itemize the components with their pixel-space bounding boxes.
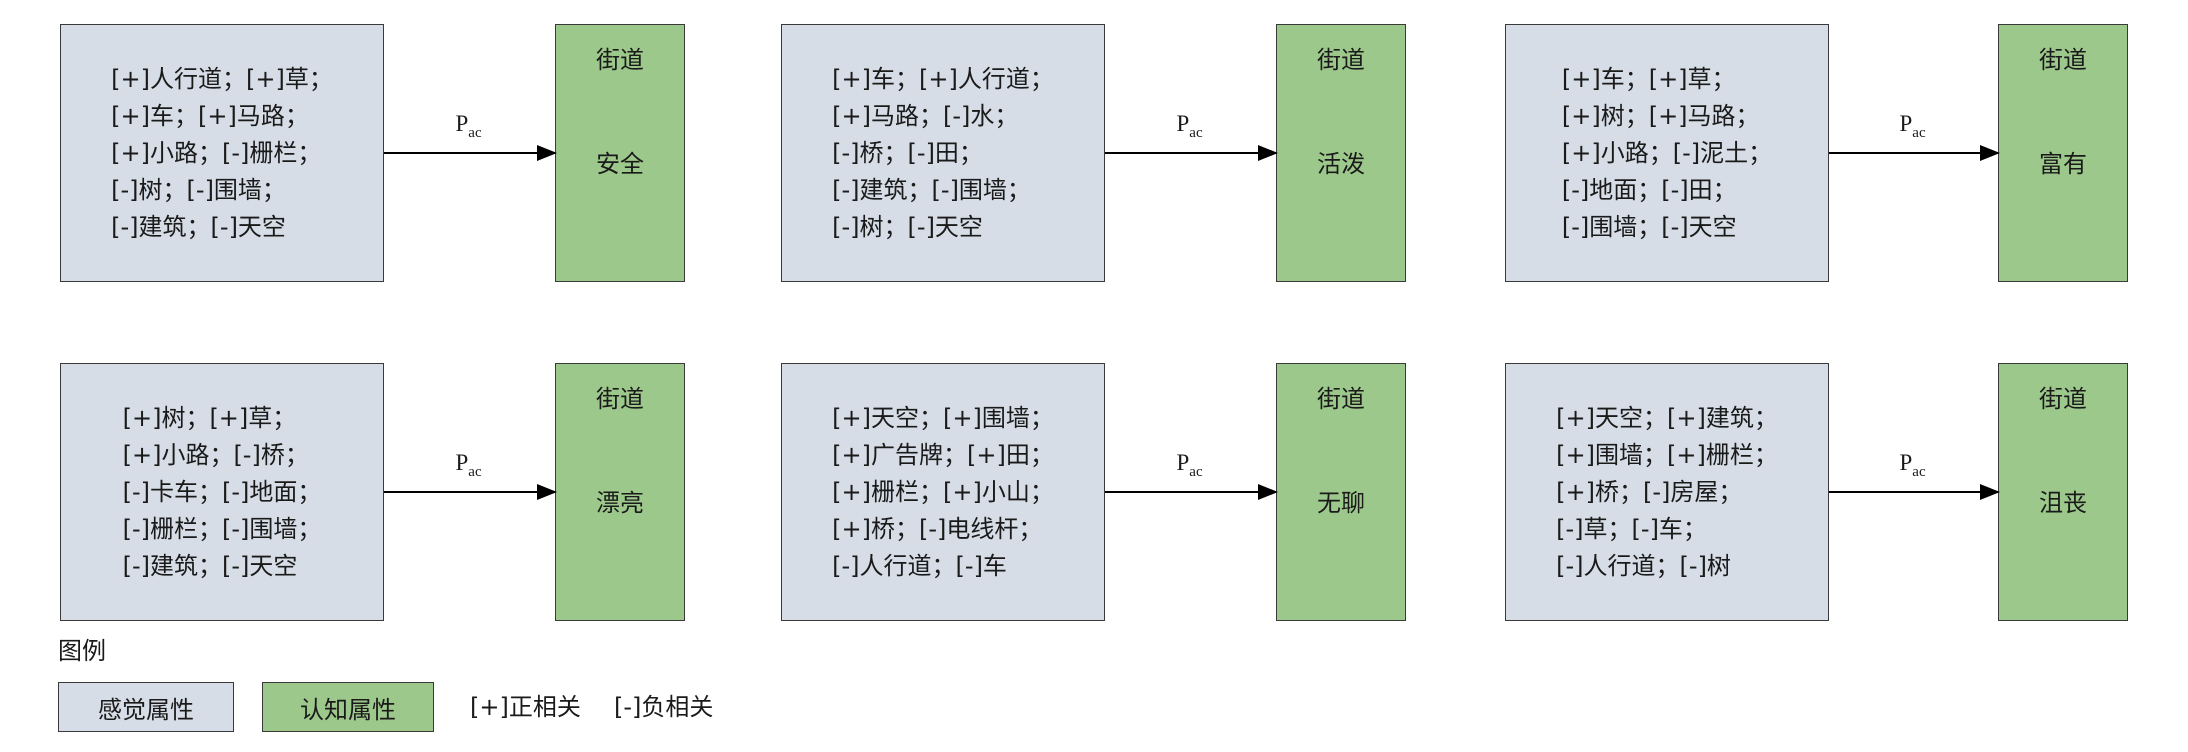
link-label-subscript: ac [468, 125, 482, 141]
perceptual-attribute-line: [-]卡车；[-]地面； [122, 477, 322, 506]
perceptual-attribute-line: [+]马路；[-]水； [832, 101, 1019, 130]
cognitive-head: 街道 [2039, 46, 2087, 74]
perceptual-box: [+]人行道；[+]草； [+]车；[+]马路； [+]小路；[-]栅栏； [-]树；… [60, 24, 384, 282]
perceptual-attribute-line: [+]桥；[-]电线杆； [832, 514, 1043, 543]
perceptual-attribute-list: [+]人行道；[+]草； [+]车；[+]马路； [+]小路；[-]栅栏； [-]树；… [111, 61, 333, 246]
link-label-subscript: ac [1912, 464, 1926, 480]
link-arrow [1829, 145, 2000, 161]
link-label: Pac [1899, 450, 1926, 481]
legend-negative-note: [-]负相关 [614, 693, 714, 721]
cognitive-head: 街道 [596, 385, 644, 413]
link-arrow [384, 484, 557, 500]
cognitive-box: 街道活泼 [1276, 24, 1406, 282]
cognitive-attribute: 漂亮 [596, 489, 644, 517]
legend-cognitive-label: 认知属性 [300, 695, 396, 724]
perceptual-attribute-list: [+]树；[+]草； [+]小路；[-]桥； [-]卡车；[-]地面； [-]栅栏；[… [123, 400, 322, 585]
cognitive-head: 街道 [1317, 385, 1365, 413]
link-label-main: P [455, 450, 469, 475]
perceptual-attribute-line: [-]人行道；[-]树 [1556, 551, 1731, 580]
cognitive-box: 街道无聊 [1276, 363, 1406, 621]
perceptual-box: [+]天空；[+]建筑； [+]围墙；[+]栅栏； [+]桥；[-]房屋； [-]草；… [1505, 363, 1829, 621]
perceptual-attribute-line: [-]树；[-]天空 [832, 212, 983, 241]
cognitive-attribute: 富有 [2039, 150, 2087, 178]
link-label-subscript: ac [468, 464, 482, 480]
perceptual-box: [+]车；[+]草； [+]树；[+]马路； [+]小路；[-]泥土； [-]地面；[… [1505, 24, 1829, 282]
link-label-main: P [1899, 450, 1913, 475]
legend-positive-note: [+]正相关 [470, 693, 581, 721]
cognitive-box: 街道安全 [555, 24, 685, 282]
perceptual-attribute-line: [-]建筑；[-]围墙； [832, 175, 1031, 204]
perceptual-attribute-line: [+]树；[+]马路； [1561, 101, 1760, 130]
link-label: Pac [1176, 111, 1203, 142]
perceptual-attribute-line: [+]人行道；[+]草； [111, 64, 333, 93]
link-label-subscript: ac [1189, 464, 1203, 480]
link-arrow [1829, 484, 2000, 500]
cognitive-head: 街道 [2039, 385, 2087, 413]
perceptual-attribute-line: [-]栅栏；[-]围墙； [122, 514, 322, 543]
link-arrow [1105, 145, 1278, 161]
link-label-main: P [455, 111, 469, 136]
cognitive-box: 街道漂亮 [555, 363, 685, 621]
perceptual-box: [+]车；[+]人行道； [+]马路；[-]水； [-]桥；[-]田； [-]建筑；[… [781, 24, 1105, 282]
perceptual-attribute-line: [-]围墙；[-]天空 [1561, 212, 1737, 241]
perceptual-attribute-line: [-]地面；[-]田； [1561, 175, 1737, 204]
perceptual-box: [+]天空；[+]围墙； [+]广告牌；[+]田； [+]栅栏；[+]小山； [+]桥… [781, 363, 1105, 621]
perceptual-attribute-line: [+]小路；[-]泥土； [1561, 138, 1773, 167]
cognitive-attribute: 沮丧 [2039, 489, 2087, 517]
perceptual-attribute-line: [+]树；[+]草； [122, 403, 297, 432]
perceptual-attribute-line: [-]建筑；[-]天空 [122, 551, 298, 580]
perceptual-box: [+]树；[+]草； [+]小路；[-]桥； [-]卡车；[-]地面； [-]栅栏；[… [60, 363, 384, 621]
link-label: Pac [455, 450, 482, 481]
legend-cognitive-swatch: 认知属性 [262, 682, 434, 732]
perceptual-attribute-line: [+]天空；[+]围墙； [832, 403, 1054, 432]
perceptual-attribute-line: [+]围墙；[+]栅栏； [1556, 440, 1778, 469]
link-label-main: P [1176, 450, 1190, 475]
link-arrow [1105, 484, 1278, 500]
perceptual-attribute-list: [+]车；[+]草； [+]树；[+]马路； [+]小路；[-]泥土； [-]地面；[… [1562, 61, 1772, 246]
cognitive-head: 街道 [1317, 46, 1365, 74]
perceptual-attribute-line: [+]小路；[-]桥； [122, 440, 309, 469]
perceptual-attribute-list: [+]天空；[+]围墙； [+]广告牌；[+]田； [+]栅栏；[+]小山； [+]桥… [832, 400, 1054, 585]
perceptual-attribute-line: [-]人行道；[-]车 [832, 551, 1007, 580]
perceptual-attribute-line: [-]桥；[-]田； [832, 138, 983, 167]
perceptual-attribute-line: [+]广告牌；[+]田； [832, 440, 1054, 469]
link-label: Pac [455, 111, 482, 142]
cognitive-box: 街道富有 [1998, 24, 2128, 282]
perceptual-attribute-line: [+]天空；[+]建筑； [1556, 403, 1778, 432]
link-arrow [384, 145, 557, 161]
cognitive-head: 街道 [596, 46, 644, 74]
legend-title: 图例 [58, 637, 106, 665]
perceptual-attribute-list: [+]天空；[+]建筑； [+]围墙；[+]栅栏； [+]桥；[-]房屋； [-]草；… [1556, 400, 1778, 585]
link-label-main: P [1899, 111, 1913, 136]
cognitive-attribute: 安全 [596, 150, 644, 178]
perceptual-attribute-line: [+]车；[+]草； [1561, 64, 1736, 93]
legend-perceptual-swatch: 感觉属性 [58, 682, 234, 732]
perceptual-attribute-line: [-]草；[-]车； [1556, 514, 1707, 543]
perceptual-attribute-line: [+]车；[+]人行道； [832, 64, 1054, 93]
cognitive-attribute: 无聊 [1317, 489, 1365, 517]
link-label: Pac [1899, 111, 1926, 142]
cognitive-box: 街道沮丧 [1998, 363, 2128, 621]
link-label-subscript: ac [1912, 125, 1926, 141]
perceptual-attribute-line: [-]树；[-]围墙； [111, 175, 286, 204]
perceptual-attribute-list: [+]车；[+]人行道； [+]马路；[-]水； [-]桥；[-]田； [-]建筑；[… [832, 61, 1054, 246]
perceptual-attribute-line: [+]栅栏；[+]小山； [832, 477, 1054, 506]
perceptual-attribute-line: [-]建筑；[-]天空 [111, 212, 286, 241]
link-label-main: P [1176, 111, 1190, 136]
link-label-subscript: ac [1189, 125, 1203, 141]
perceptual-attribute-line: [+]桥；[-]房屋； [1556, 477, 1743, 506]
cognitive-attribute: 活泼 [1317, 150, 1365, 178]
perceptual-attribute-line: [+]小路；[-]栅栏； [111, 138, 322, 167]
perceptual-attribute-line: [+]车；[+]马路； [111, 101, 309, 130]
link-label: Pac [1176, 450, 1203, 481]
legend-perceptual-label: 感觉属性 [98, 695, 194, 724]
